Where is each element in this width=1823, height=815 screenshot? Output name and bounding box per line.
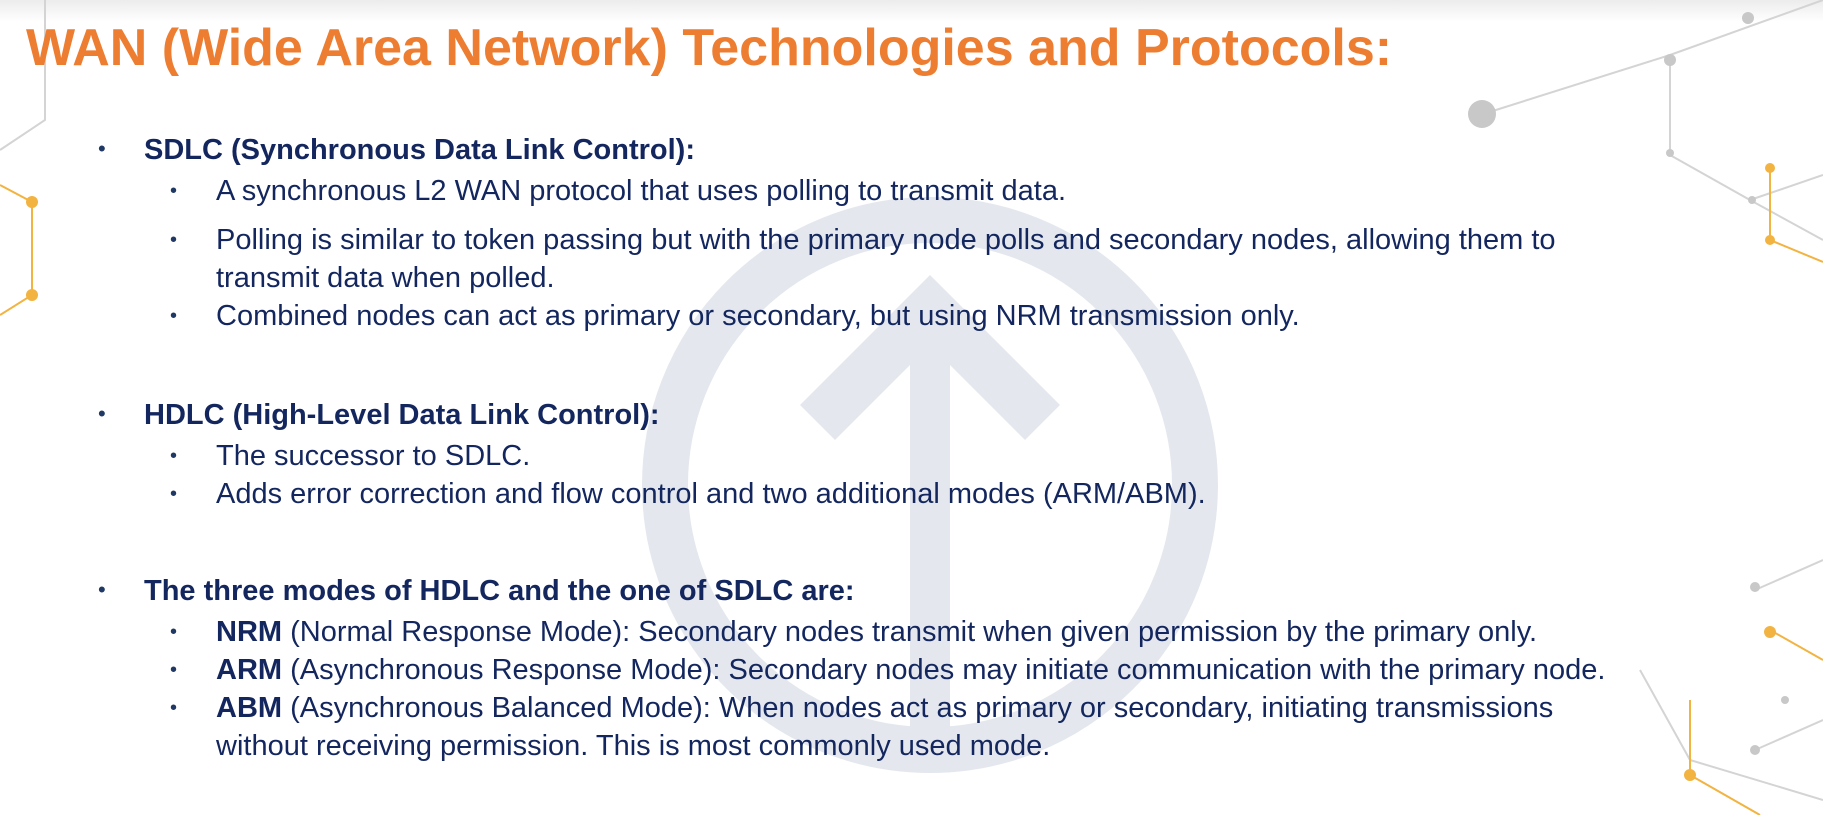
list-item: • Combined nodes can act as primary or s… [0, 297, 1823, 335]
list-item-text: The successor to SDLC. [216, 440, 531, 472]
slide-title: WAN (Wide Area Network) Technologies and… [26, 19, 1393, 77]
up-arrow-circle-icon [642, 197, 1218, 773]
bullet: • [170, 445, 178, 467]
list-item-text: Adds error correction and flow control a… [216, 478, 1206, 510]
bullet: • [170, 659, 178, 681]
section-heading: HDLC (High-Level Data Link Control): [144, 399, 660, 431]
mode-acronym: ARM [216, 654, 283, 686]
list-item: • A synchronous L2 WAN protocol that use… [0, 172, 1823, 210]
list-item-text-continued: transmit data when polled. [216, 262, 555, 294]
section-heading: SDLC (Synchronous Data Link Control): [144, 134, 695, 166]
bullet: • [170, 483, 178, 505]
list-item-text: A synchronous L2 WAN protocol that uses … [216, 175, 1067, 207]
bullet: • [170, 697, 178, 719]
list-item-text: Combined nodes can act as primary or sec… [216, 300, 1300, 332]
bullet: • [98, 136, 106, 161]
list-item-text: Polling is similar to token passing but … [216, 224, 1556, 256]
list-item: • ABM (Asynchronous Balanced Mode): When… [0, 689, 1823, 765]
list-item: • Polling is similar to token passing bu… [0, 221, 1823, 297]
list-item-text: (Asynchronous Balanced Mode): When nodes… [282, 692, 1554, 724]
mode-acronym: NRM [216, 616, 283, 648]
background-gradient [0, 0, 1823, 22]
list-item: • The successor to SDLC. [0, 437, 1823, 475]
bullet: • [98, 577, 106, 602]
mode-acronym: ABM [216, 692, 283, 724]
section-hdlc: • HDLC (High-Level Data Link Control): •… [0, 397, 1823, 513]
bullet: • [98, 401, 106, 426]
bullet: • [170, 229, 178, 251]
bullet: • [170, 180, 178, 202]
section-modes: • The three modes of HDLC and the one of… [0, 573, 1823, 765]
section-heading: The three modes of HDLC and the one of S… [144, 575, 855, 607]
list-item: • Adds error correction and flow control… [0, 475, 1823, 513]
list-item: • NRM (Normal Response Mode): Secondary … [0, 613, 1823, 651]
bullet: • [170, 305, 178, 327]
list-item-text-continued: without receiving permission. This is mo… [216, 730, 1051, 762]
list-item-text: (Asynchronous Response Mode): Secondary … [282, 654, 1606, 686]
list-item: • ARM (Asynchronous Response Mode): Seco… [0, 651, 1823, 689]
list-item-text: (Normal Response Mode): Secondary nodes … [282, 616, 1538, 648]
bullet: • [170, 621, 178, 643]
section-sdlc: • SDLC (Synchronous Data Link Control): … [0, 132, 1823, 335]
